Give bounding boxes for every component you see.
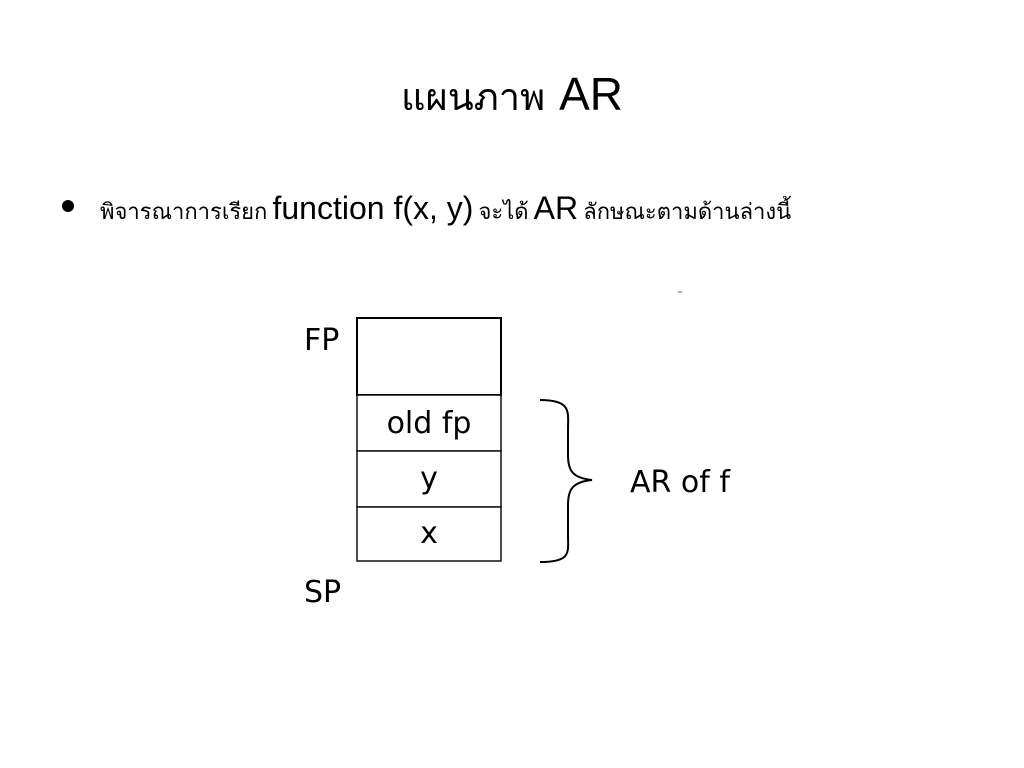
bullet-text-function: function f(x, y) bbox=[272, 190, 474, 226]
sp-label: SP bbox=[304, 575, 341, 610]
title-latin-text: AR bbox=[559, 68, 624, 120]
brace-label: AR of f bbox=[630, 465, 731, 500]
stack-cell-y bbox=[356, 450, 502, 508]
stack-cell-old-fp-text: old fp bbox=[387, 406, 472, 441]
stack-cell-x-text: x bbox=[420, 516, 438, 551]
slide-title: แผนภาพ AR bbox=[0, 64, 1024, 127]
curly-brace-icon bbox=[539, 399, 593, 563]
bullet-text-ar: AR bbox=[533, 190, 579, 226]
fp-frame-box bbox=[356, 317, 502, 396]
bullet-item: พิจารณาการเรียก function f(x, y) จะได้ A… bbox=[62, 186, 1002, 230]
bullet-dot-icon bbox=[62, 200, 74, 212]
bullet-text-thai-2: จะได้ bbox=[478, 200, 529, 225]
bullet-text: พิจารณาการเรียก function f(x, y) จะได้ A… bbox=[100, 186, 791, 236]
title-thai-text: แผนภาพ bbox=[400, 75, 546, 119]
stack-cell-old-fp bbox=[356, 394, 502, 452]
stack-cell-x bbox=[356, 506, 502, 562]
stack-cell-y-text: y bbox=[420, 461, 438, 496]
bullet-text-thai-1: พิจารณาการเรียก bbox=[100, 200, 268, 225]
bullet-text-thai-3: ลักษณะตามด้านล่างนี้ bbox=[583, 200, 792, 225]
fp-label: FP bbox=[304, 323, 339, 358]
